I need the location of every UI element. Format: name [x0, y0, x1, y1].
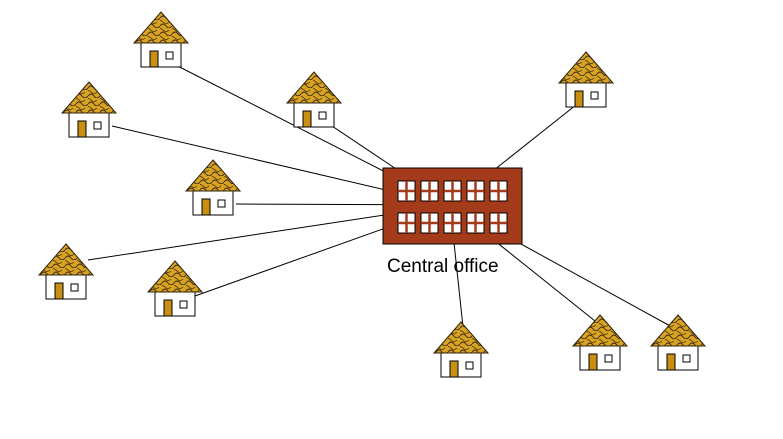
house-icon [649, 314, 707, 371]
office-window [397, 212, 416, 234]
house-window [590, 91, 599, 100]
house-wall [565, 82, 607, 108]
house-wall [140, 42, 182, 68]
house-window [318, 111, 327, 120]
house-window [165, 51, 174, 60]
house-door [449, 360, 459, 378]
house-wall [45, 274, 87, 300]
house-wall [192, 190, 234, 216]
house-window [682, 354, 691, 363]
office-window [443, 212, 462, 234]
house-window [604, 354, 613, 363]
house-window [93, 121, 102, 130]
house-icon [184, 159, 242, 216]
office-window [420, 180, 439, 202]
office-window [397, 180, 416, 202]
house-roof [37, 243, 95, 276]
house-door [149, 50, 159, 68]
house-wall [579, 345, 621, 371]
house-wall [440, 352, 482, 378]
house-icon [285, 71, 343, 128]
house-roof [557, 51, 615, 84]
house-window [179, 300, 188, 309]
house-wall [68, 112, 110, 138]
central-office-label: Central office [387, 256, 499, 277]
house-door [77, 120, 87, 138]
house-roof [432, 321, 490, 354]
house-wall [657, 345, 699, 371]
house-wall [293, 102, 335, 128]
house-icon [557, 51, 615, 108]
house-roof [132, 11, 190, 44]
office-window [489, 212, 508, 234]
house-icon [37, 243, 95, 300]
office-window [466, 212, 485, 234]
office-building-icon [382, 167, 523, 245]
office-window [466, 180, 485, 202]
house-roof [571, 314, 629, 347]
house-icon [571, 314, 629, 371]
house-icon [432, 321, 490, 378]
house-roof [649, 314, 707, 347]
house-window [217, 199, 226, 208]
house-door [54, 282, 64, 300]
house-door [588, 353, 598, 371]
nodes-layer [37, 11, 707, 378]
office-window [489, 180, 508, 202]
house-icon [60, 81, 118, 138]
house-window [465, 361, 474, 370]
house-door [666, 353, 676, 371]
office-window [443, 180, 462, 202]
house-icon [132, 11, 190, 68]
house-icon [146, 260, 204, 317]
house-door [302, 110, 312, 128]
office-window [420, 212, 439, 234]
house-door [574, 90, 584, 108]
house-door [201, 198, 211, 216]
house-roof [146, 260, 204, 293]
house-roof [184, 159, 242, 192]
house-roof [60, 81, 118, 114]
house-door [163, 299, 173, 317]
house-roof [285, 71, 343, 104]
house-wall [154, 291, 196, 317]
house-window [70, 283, 79, 292]
